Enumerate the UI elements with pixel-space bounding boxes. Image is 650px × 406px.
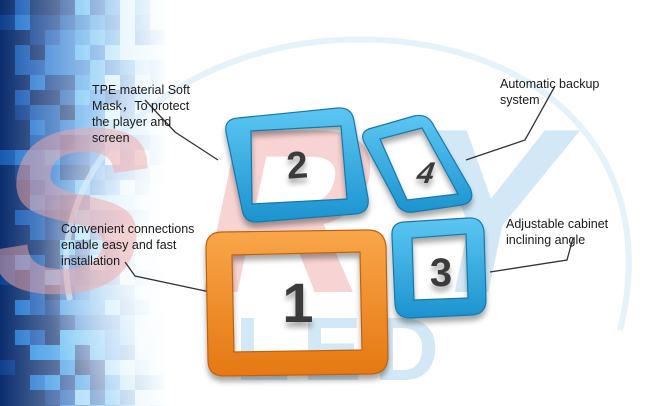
module-2: 2 <box>225 107 369 223</box>
module-3: 3 <box>391 217 487 319</box>
callout-line: Automatic backup <box>500 77 600 91</box>
callout-line: system <box>500 93 540 107</box>
callout-line: the player and <box>92 115 172 129</box>
module-1-number: 1 <box>282 271 313 334</box>
callout-line: enable easy and fast <box>61 238 177 252</box>
module-2-frame <box>225 107 369 223</box>
callout-tpe-soft-mask: TPE material Soft Mask，To protect the pl… <box>92 82 190 146</box>
module-2-number: 2 <box>285 144 309 187</box>
callout-line: Mask，To protect <box>92 99 190 113</box>
module-1-frame <box>205 229 389 377</box>
callout-leaders <box>124 85 574 293</box>
module-3-number: 3 <box>430 251 452 295</box>
leader-line-2 <box>124 261 211 293</box>
callout-line: installation <box>61 254 121 268</box>
leader-line-1 <box>144 99 219 161</box>
callout-line: Adjustable cabinet <box>506 217 609 231</box>
callout-backup-system: Automatic backup system <box>500 76 599 108</box>
watermark-arc <box>63 36 632 331</box>
callout-line: inclining angle <box>506 233 586 247</box>
callout-connections: Convenient connections enable easy and f… <box>61 221 194 269</box>
callout-line: TPE material Soft <box>92 83 190 97</box>
callout-line: Convenient connections <box>61 222 195 236</box>
callout-line: screen <box>92 131 130 145</box>
leader-line-4 <box>489 237 574 273</box>
callout-inclining-angle: Adjustable cabinet inclining angle <box>506 216 608 248</box>
module-1: 1 <box>205 229 389 377</box>
leader-line-3 <box>465 85 556 161</box>
module-3-frame <box>391 217 487 319</box>
module-4-frame <box>362 114 473 213</box>
